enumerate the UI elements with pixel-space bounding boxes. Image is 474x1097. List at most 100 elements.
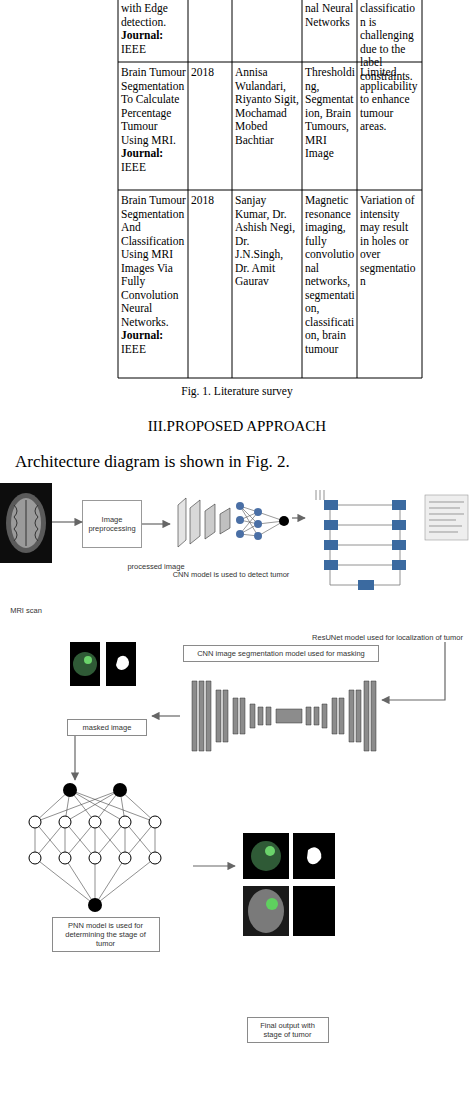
table-text: Thresholding, Segmentation, Brain Tumour…	[305, 66, 355, 161]
table-text: Variation of intensity may result in hol…	[360, 194, 420, 289]
output-overlay	[243, 886, 289, 936]
resunet-block	[392, 560, 406, 570]
neuron	[254, 532, 262, 540]
table-text: Annisa Wulandari, Riyanto Sigit, Mochama…	[235, 66, 300, 147]
table-text: IEEE	[121, 43, 185, 57]
brain-tissue	[11, 498, 41, 548]
table-text: Brain Tumour Segmentation To Calculate P…	[121, 66, 186, 147]
table-cell: Thresholding, Segmentation, Brain Tumour…	[305, 66, 355, 161]
mask-blob	[307, 847, 321, 864]
tumor-overlay	[73, 652, 97, 676]
brain-tissue	[248, 889, 284, 933]
resunet-block	[324, 520, 338, 530]
conv-layer	[190, 500, 200, 544]
neuron	[254, 508, 262, 516]
hidden-neuron	[29, 852, 41, 864]
neuron	[236, 516, 244, 524]
hidden-neuron	[29, 816, 41, 828]
table-text: Journal:	[121, 29, 185, 43]
node-label: MRI scan	[0, 606, 52, 615]
brain-folds	[14, 500, 38, 546]
flow-arrow	[142, 523, 170, 524]
table-text: Journal:	[121, 147, 186, 161]
output-neuron	[88, 898, 102, 912]
conv-layer	[178, 498, 186, 547]
stage-figure: Final output with stage of tumor	[235, 828, 340, 1043]
neuron	[236, 502, 244, 510]
brain-outline	[6, 493, 46, 553]
output-blank	[293, 886, 335, 936]
table-text: 2018	[191, 66, 231, 80]
hidden-neuron	[59, 852, 71, 864]
stage-figure: CNN model is used to detect tumor	[170, 487, 292, 579]
resunet-block	[324, 540, 338, 550]
output-scan	[243, 833, 289, 879]
table-cell: Sanjay Kumar, Dr. Ashish Negi, Dr. J.N.S…	[235, 194, 300, 289]
table-cell: 2018	[191, 194, 231, 208]
hidden-neuron	[119, 852, 131, 864]
table-text: nal Neural Networks	[305, 2, 355, 29]
panel-text-lines	[429, 502, 464, 532]
stage-figure: CNN image segmentation model used for ma…	[180, 645, 382, 755]
mri-image	[0, 483, 52, 563]
node-label: Final output with stage of tumor	[247, 1017, 329, 1043]
input-neuron	[63, 783, 77, 797]
hidden-neuron	[149, 816, 161, 828]
table-text: Magnetic resonance imaging, fully convol…	[305, 194, 355, 356]
hidden-neuron	[149, 852, 161, 864]
tumor-overlay	[266, 898, 278, 910]
table-cell: with Edge detection.Journal:IEEE	[121, 2, 185, 56]
flow-arrow	[74, 736, 75, 780]
resunet-block	[392, 540, 406, 550]
hidden-neuron	[89, 816, 101, 828]
table-text: Journal:	[121, 329, 186, 343]
hidden-neuron	[89, 852, 101, 864]
table-cell: Limited applicability to enhance tumour …	[360, 66, 420, 134]
table-cell: Brain Tumour Segmentation And Classifica…	[121, 194, 186, 356]
tumor-overlay	[251, 841, 281, 871]
stage-figure: MRI scan	[0, 483, 52, 615]
resunet-block	[324, 500, 338, 510]
node-label: ResUNet model used for localization of t…	[305, 633, 470, 642]
flow-arrow	[382, 642, 445, 700]
mask-image	[106, 642, 136, 686]
flow-arrow	[292, 517, 305, 518]
resunet-block	[324, 560, 338, 570]
table-text: IEEE	[121, 161, 186, 175]
output-mask	[293, 833, 335, 879]
table-cell: Brain Tumour Segmentation To Calculate P…	[121, 66, 186, 174]
conv-layer	[220, 508, 230, 534]
table-cell: Variation of intensity may result in hol…	[360, 194, 420, 289]
edge-label: processed image	[127, 562, 184, 571]
tumor-overlay	[84, 656, 92, 664]
node-label: CNN image segmentation model used for ma…	[183, 645, 379, 662]
hidden-neuron	[119, 816, 131, 828]
hidden-neuron	[59, 816, 71, 828]
node-label: PNN model is used for determining the st…	[52, 917, 160, 952]
resunet-block	[392, 520, 406, 530]
dense-links	[240, 506, 284, 536]
pnn-links	[35, 790, 155, 905]
flow-arrow	[193, 865, 235, 866]
tumor-overlay	[265, 846, 275, 856]
resunet-block	[358, 580, 374, 590]
table-text: IEEE	[121, 343, 186, 357]
table-grid	[118, 0, 422, 378]
masked-scan	[70, 642, 100, 686]
stage-figure: masked image	[62, 638, 152, 736]
flow-arrow	[152, 715, 180, 716]
table-cell: Annisa Wulandari, Riyanto Sigit, Mochama…	[235, 66, 300, 147]
table-text: Sanjay Kumar, Dr. Ashish Negi, Dr. J.N.S…	[235, 194, 300, 289]
table-text: Limited applicability to enhance tumour …	[360, 66, 420, 134]
node-label: CNN model is used to detect tumor	[170, 570, 292, 579]
table-cell: Magnetic resonance imaging, fully convol…	[305, 194, 355, 356]
stage-figure: PNN model is used for determining the st…	[18, 780, 193, 952]
node-label: masked image	[67, 719, 147, 736]
input-neuron	[113, 783, 127, 797]
conv-layer	[205, 504, 215, 539]
table-cell: nal Neural Networks	[305, 2, 355, 29]
resunet-links	[316, 490, 400, 585]
resunet-panel	[425, 495, 468, 540]
table-cell: 2018	[191, 66, 231, 80]
